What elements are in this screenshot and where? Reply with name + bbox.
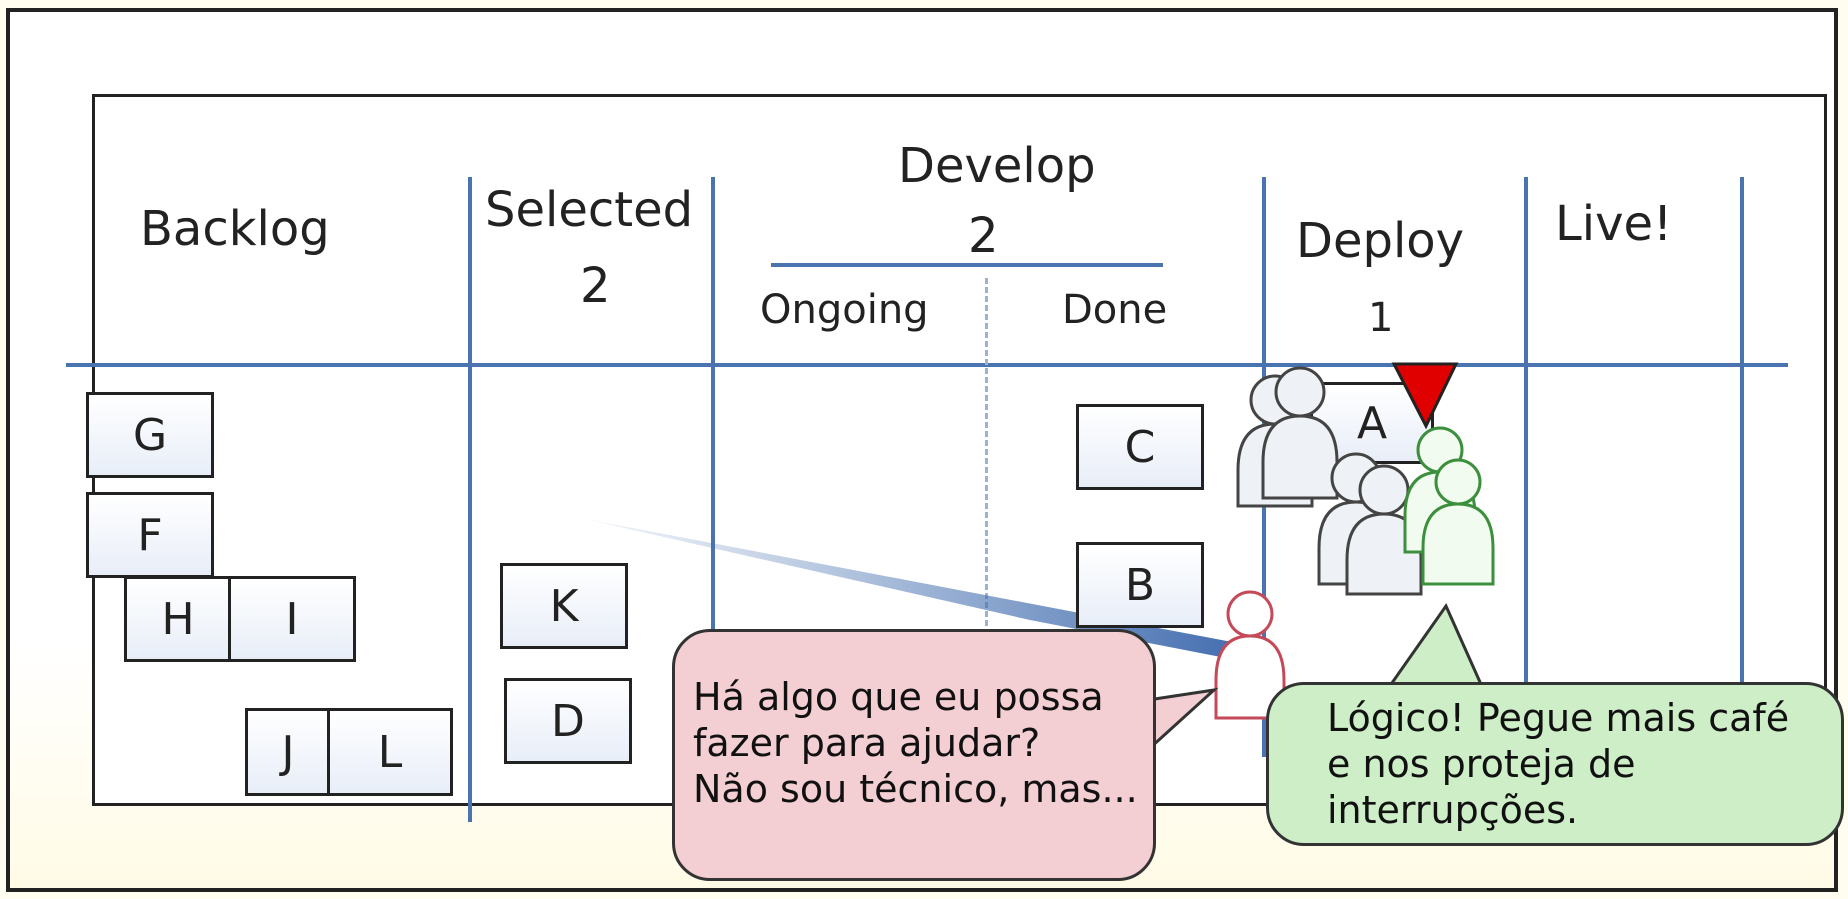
card-j[interactable]: J xyxy=(245,708,331,796)
card-k[interactable]: K xyxy=(500,563,628,649)
person-icon xyxy=(1345,464,1423,596)
pink-bubble-line-2: fazer para ajudar? xyxy=(693,721,1041,765)
card-c[interactable]: C xyxy=(1076,404,1204,490)
green-bubble-line-1: Lógico! Pegue mais café xyxy=(1327,696,1790,740)
header-live: Live! xyxy=(1555,196,1673,252)
header-develop: Develop xyxy=(898,138,1096,194)
column-divider-deploy-live xyxy=(1524,177,1528,687)
card-d[interactable]: D xyxy=(504,678,632,764)
column-divider-live-end xyxy=(1740,177,1744,687)
header-selected-limit: 2 xyxy=(580,258,611,314)
person-icon xyxy=(1214,590,1286,720)
person-group-icon xyxy=(1236,366,1423,596)
bottleneck-triangle-icon xyxy=(1391,362,1459,430)
green-bubble-line-3: interrupções. xyxy=(1327,788,1579,832)
card-l[interactable]: L xyxy=(327,708,453,796)
person-icon xyxy=(1421,458,1495,586)
header-backlog: Backlog xyxy=(140,201,330,257)
header-ongoing: Ongoing xyxy=(760,287,929,333)
card-i[interactable]: I xyxy=(228,576,356,662)
header-divider xyxy=(66,363,1788,367)
person-icon xyxy=(1261,366,1339,500)
header-deploy: Deploy xyxy=(1296,213,1465,269)
header-done: Done xyxy=(1062,287,1168,333)
header-selected: Selected xyxy=(485,182,694,238)
card-b[interactable]: B xyxy=(1076,542,1204,628)
card-g[interactable]: G xyxy=(86,392,214,478)
pink-bubble-line-1: Há algo que eu possa xyxy=(693,675,1104,719)
pink-bubble-line-3: Não sou técnico, mas... xyxy=(693,767,1138,811)
green-speech-bubble: Lógico! Pegue mais café e nos proteja de… xyxy=(1266,682,1844,846)
develop-subheader-line xyxy=(771,263,1163,267)
header-deploy-limit: 1 xyxy=(1368,295,1394,341)
column-divider-backlog-selected xyxy=(468,177,472,822)
person-group-icon xyxy=(1403,426,1495,586)
pointer-ray-shape xyxy=(580,518,1232,658)
header-develop-limit: 2 xyxy=(968,208,999,264)
ongoing-done-divider xyxy=(985,278,988,698)
green-bubble-line-2: e nos proteja de xyxy=(1327,742,1636,786)
pink-speech-bubble: Há algo que eu possa fazer para ajudar? … xyxy=(672,629,1156,881)
pink-bubble-tail xyxy=(1146,687,1219,752)
column-divider-selected-develop xyxy=(711,177,715,791)
